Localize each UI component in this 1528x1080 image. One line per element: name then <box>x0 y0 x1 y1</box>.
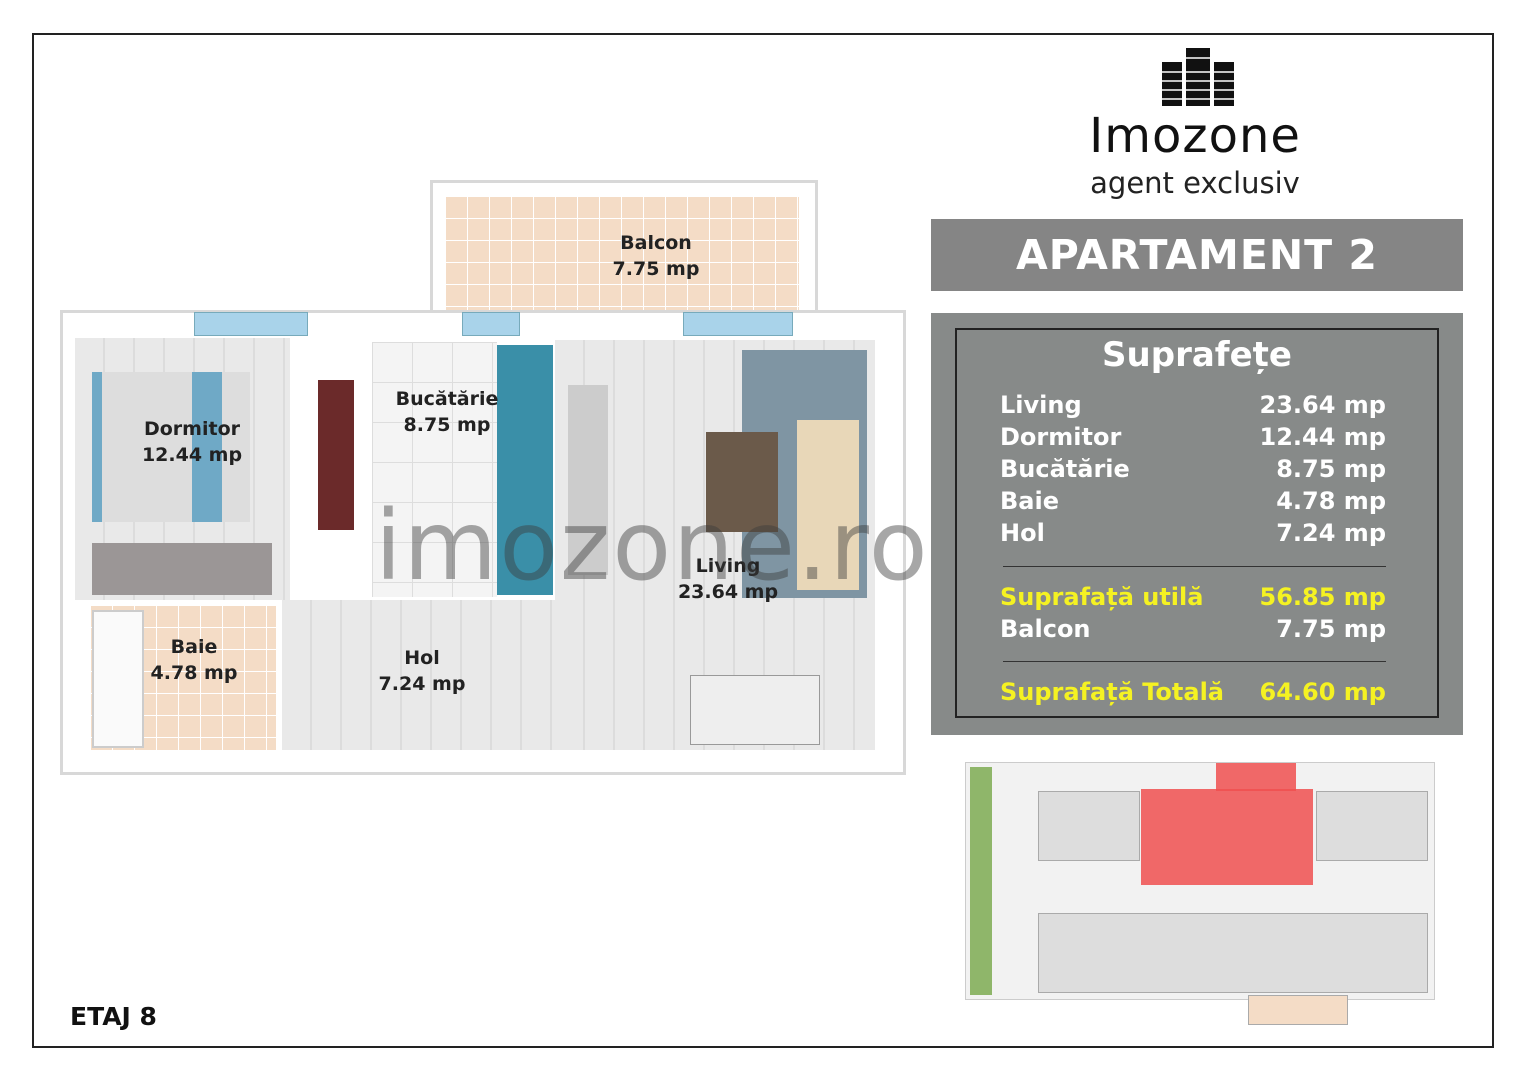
area-row: Hol 7.24 mp <box>1000 519 1386 549</box>
window <box>462 312 520 336</box>
bathtub <box>92 610 144 748</box>
area-label: Bucătărie <box>1000 455 1130 483</box>
area-label: Suprafață Totală <box>1000 678 1225 706</box>
area-value: 56.85 mp <box>1259 583 1386 611</box>
area-row: Living 23.64 mp <box>1000 391 1386 421</box>
room-area: 23.64 mp <box>677 581 779 603</box>
room-label-living: Living 23.64 mp <box>678 553 778 605</box>
area-label: Dormitor <box>1000 423 1122 451</box>
area-row: Baie 4.78 mp <box>1000 487 1386 517</box>
tv-unit <box>568 385 608 575</box>
room-area: 12.44 mp <box>141 444 243 466</box>
area-label: Suprafață utilă <box>1000 583 1204 611</box>
room-label-balcon: Balcon 7.75 mp <box>613 230 700 282</box>
buildings-logo-icon <box>1162 48 1234 106</box>
total-area-row: Suprafață Totală 64.60 mp <box>1000 678 1386 708</box>
watermark: imozone.ro <box>375 490 930 602</box>
selected-unit <box>1141 789 1313 885</box>
area-value: 7.75 mp <box>1276 615 1386 643</box>
room-name: Hol <box>404 647 440 669</box>
area-value: 12.44 mp <box>1259 423 1386 451</box>
terrace <box>1248 995 1348 1025</box>
room-name: Baie <box>170 636 218 658</box>
green-strip <box>970 767 992 995</box>
balcony-area-row: Balcon 7.75 mp <box>1000 615 1386 645</box>
brand-tagline: agent exclusiv <box>1090 166 1300 200</box>
area-value: 7.24 mp <box>1276 519 1386 547</box>
area-label: Hol <box>1000 519 1045 547</box>
divider <box>1003 566 1386 567</box>
area-label: Living <box>1000 391 1082 419</box>
areas-heading: Suprafețe <box>1102 335 1292 375</box>
areas-panel-border <box>955 328 1439 718</box>
area-row: Dormitor 12.44 mp <box>1000 423 1386 453</box>
room-name: Bucătărie <box>395 388 499 410</box>
window <box>683 312 793 336</box>
wardrobe <box>92 543 272 595</box>
area-label: Balcon <box>1000 615 1091 643</box>
kitchen-floor <box>372 342 497 597</box>
room-name: Living <box>695 555 761 577</box>
room-label-dormitor: Dormitor 12.44 mp <box>142 416 242 468</box>
room-label-hol: Hol 7.24 mp <box>379 645 466 697</box>
rug <box>706 432 778 532</box>
unit <box>1038 791 1140 861</box>
area-label: Baie <box>1000 487 1059 515</box>
area-value: 23.64 mp <box>1259 391 1386 419</box>
divider <box>1003 661 1386 662</box>
desk <box>318 380 354 530</box>
room-area: 7.75 mp <box>612 258 700 280</box>
bed <box>92 372 250 522</box>
room-area: 8.75 mp <box>403 414 491 436</box>
area-value: 64.60 mp <box>1259 678 1386 706</box>
room-label-baie: Baie 4.78 mp <box>151 634 238 686</box>
window <box>194 312 308 336</box>
kitchen-counter <box>497 345 553 595</box>
dining-table <box>690 675 820 745</box>
room-name: Balcon <box>620 232 692 254</box>
useful-area-row: Suprafață utilă 56.85 mp <box>1000 583 1386 613</box>
page-frame <box>32 33 1494 1048</box>
area-value: 8.75 mp <box>1276 455 1386 483</box>
units-south <box>1038 913 1428 993</box>
area-row: Bucătărie 8.75 mp <box>1000 455 1386 485</box>
room-label-bucatarie: Bucătărie 8.75 mp <box>396 386 499 438</box>
hall-floor <box>282 600 555 750</box>
areas-panel <box>931 313 1463 735</box>
brand-name: Imozone <box>1089 108 1301 164</box>
unit <box>1316 791 1428 861</box>
apartment-title: APARTAMENT 2 CAMERE <box>931 219 1463 351</box>
floor-label: ETAJ 8 <box>70 1002 157 1031</box>
room-name: Dormitor <box>143 418 240 440</box>
balcony-floor <box>445 196 799 310</box>
building-key-plan <box>965 762 1435 1025</box>
area-value: 4.78 mp <box>1276 487 1386 515</box>
room-area: 7.24 mp <box>378 673 466 695</box>
room-area: 4.78 mp <box>150 662 238 684</box>
selected-balcony <box>1216 763 1296 791</box>
